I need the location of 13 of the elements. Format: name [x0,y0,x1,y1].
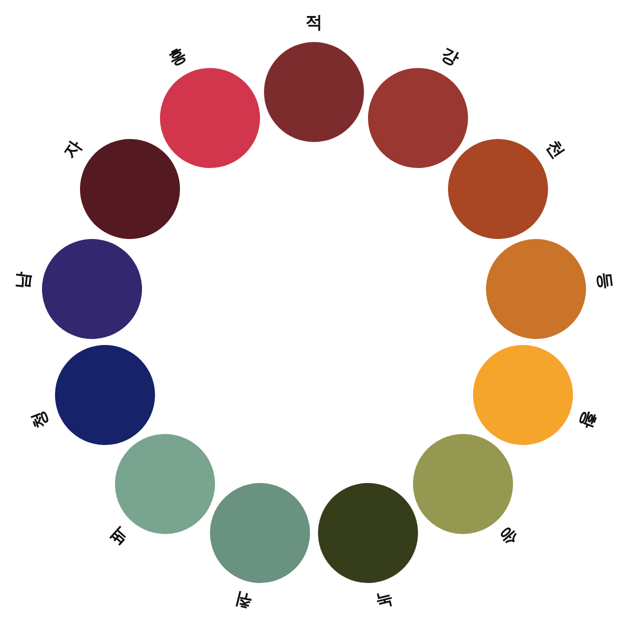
color-label: 취 [232,588,256,614]
color-label: 자 [58,136,87,164]
color-label: 등 [592,270,617,292]
color-label: 벽 [106,521,134,550]
color-label: 청 [26,407,54,434]
color-label: 강 [436,42,464,72]
color-label: 송 [494,521,522,550]
color-label: 녹 [372,588,396,614]
color-label: 홍 [164,42,191,72]
color-label: 적 [304,12,324,34]
color-label: 황 [574,407,602,434]
color-label: 천 [541,136,570,164]
color-label: 남 [11,270,36,292]
